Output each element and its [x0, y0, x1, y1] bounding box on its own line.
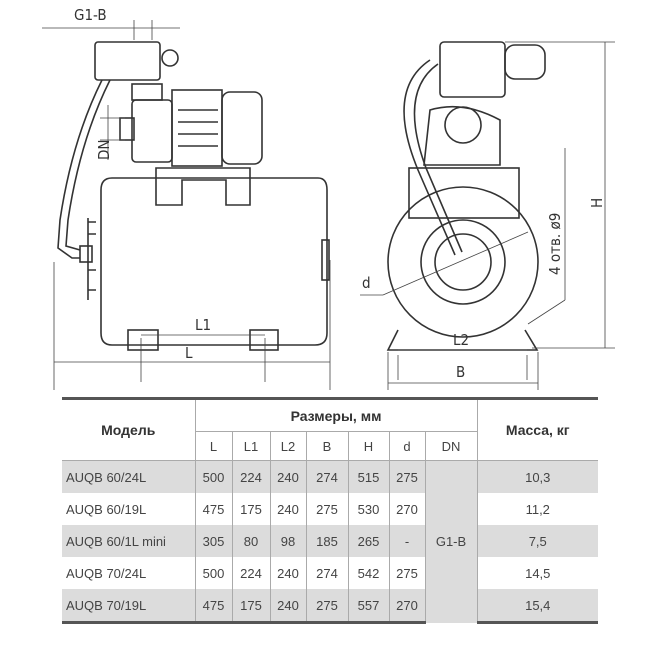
- cell-h: 515: [347, 460, 389, 493]
- label-b: B: [456, 363, 465, 381]
- cell-l: 475: [194, 589, 232, 624]
- header-col: L2: [269, 431, 306, 461]
- cell-mass: 11,2: [476, 493, 598, 525]
- cell-l1: 175: [231, 589, 270, 624]
- cell-l: 475: [194, 493, 232, 525]
- label-h: H: [588, 198, 606, 208]
- label-d: d: [362, 274, 371, 292]
- cell-l1: 224: [231, 557, 270, 589]
- cell-model: AUQB 60/1L mini: [62, 525, 195, 557]
- tank-cap: [321, 239, 330, 281]
- header-dimensions: Размеры, мм: [194, 397, 477, 432]
- cell-l2: 240: [269, 460, 306, 493]
- header-col: d: [388, 431, 425, 461]
- cell-model: AUQB 70/19L: [62, 589, 195, 624]
- cell-l2: 240: [269, 557, 306, 589]
- header-model: Модель: [62, 397, 195, 461]
- header-col: L: [194, 431, 232, 461]
- cell-h: 557: [347, 589, 389, 624]
- label-dn: DN: [95, 140, 113, 161]
- header-col: B: [305, 431, 348, 461]
- cell-model: AUQB 60/19L: [66, 501, 147, 517]
- cell-d: 275: [388, 460, 425, 493]
- front-view: [386, 41, 546, 351]
- cell-l1: 80: [231, 525, 270, 557]
- label-g1b: G1-B: [74, 6, 107, 24]
- cell-b: 275: [305, 493, 348, 525]
- cell-l1: 175: [231, 493, 270, 525]
- cell-l: 500: [194, 460, 232, 493]
- cell-b: 274: [305, 460, 348, 493]
- cell-l2: 98: [269, 525, 306, 557]
- cell-h: 542: [347, 557, 389, 589]
- cell-model: AUQB 60/24L: [62, 460, 195, 493]
- pump-dimension-drawing: G1-B DN L1 L d 4 отв. ø9 H L2 B: [42, 6, 615, 390]
- label-l: L: [185, 344, 193, 362]
- cell-b: 185: [305, 525, 348, 557]
- header-col: L1: [231, 431, 270, 461]
- header-col: DN: [424, 431, 477, 461]
- label-l2: L2: [453, 331, 469, 349]
- cell-mass: 15,4: [476, 589, 598, 624]
- cell-b: 275: [305, 589, 348, 624]
- cell-d: 275: [388, 557, 425, 589]
- front-view-dimensions: [360, 41, 615, 390]
- cell-l1: 224: [231, 460, 270, 493]
- label-holes: 4 отв. ø9: [546, 213, 564, 275]
- cell-l: 305: [194, 525, 232, 557]
- cell-h: 265: [347, 525, 389, 557]
- header-col: H: [347, 431, 389, 461]
- cell-b: 274: [305, 557, 348, 589]
- cell-d: 270: [388, 493, 425, 525]
- header-mass: Масса, кг: [476, 397, 598, 461]
- cell-l2: 240: [269, 589, 306, 624]
- cell-mass: 14,5: [476, 557, 598, 589]
- cell-d: 270: [388, 589, 425, 624]
- cell-mass: 7,5: [476, 525, 598, 557]
- side-view-dimensions: [42, 20, 331, 390]
- dimensions-table: Модель Размеры, мм Масса, кг L L1 L2 B H…: [62, 397, 598, 624]
- cell-dn: G1-B: [424, 460, 477, 623]
- tank-front: [387, 186, 539, 338]
- side-view: [57, 41, 330, 351]
- cell-l: 500: [194, 557, 232, 589]
- cell-d: -: [388, 525, 425, 557]
- cell-model: AUQB 70/24L: [66, 565, 147, 581]
- cell-mass: 10,3: [476, 460, 598, 493]
- cell-l2: 240: [269, 493, 306, 525]
- label-l1: L1: [195, 316, 211, 334]
- cell-h: 530: [347, 493, 389, 525]
- tank-side: [100, 177, 328, 346]
